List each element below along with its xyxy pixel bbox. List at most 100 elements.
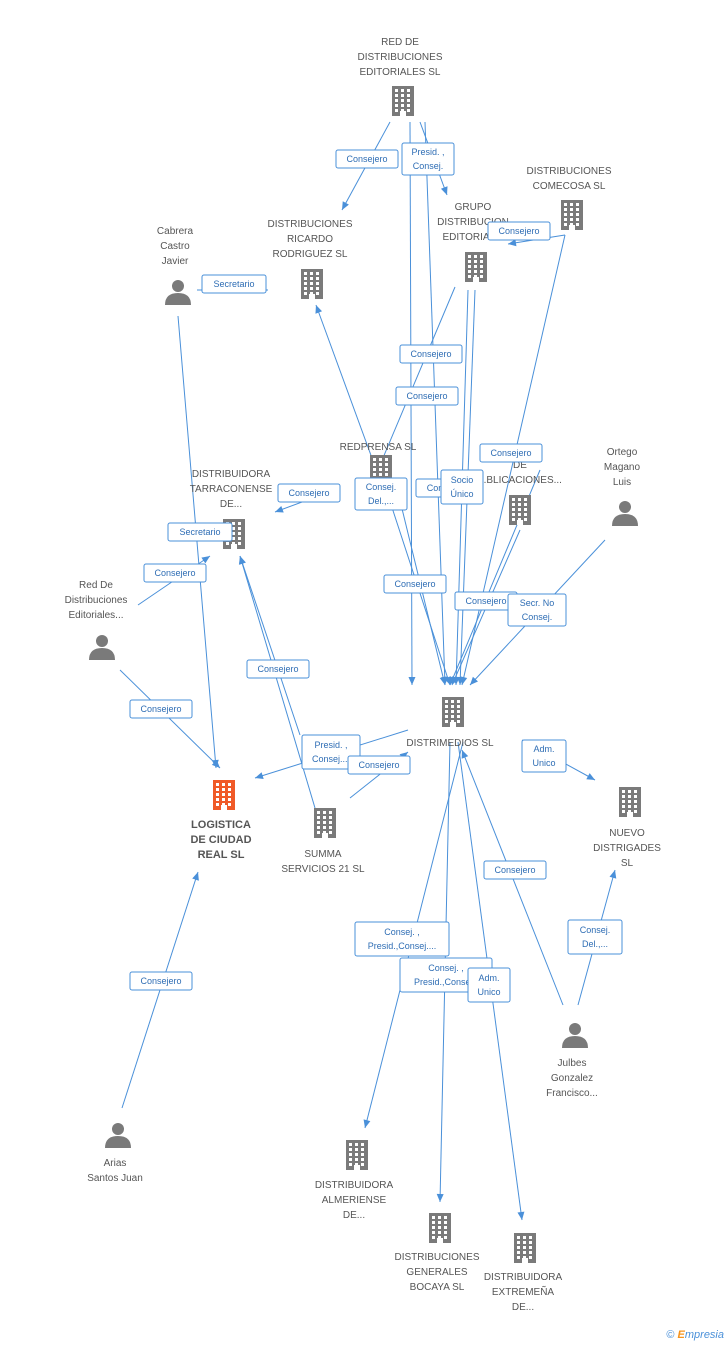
company-node[interactable]: DISTRIMEDIOS SL: [406, 697, 494, 749]
role-badge[interactable]: Consejero: [129, 699, 193, 719]
role-badge[interactable]: Consejero: [246, 659, 310, 679]
person-node[interactable]: JulbesGonzalezFrancisco...: [546, 1023, 598, 1099]
node-label: Julbes: [558, 1058, 587, 1069]
edge-arrowhead: [449, 676, 457, 685]
node-label: EDITORIALES SL: [360, 67, 441, 78]
role-badge[interactable]: Consejero: [129, 971, 193, 991]
edge-arrowhead: [586, 773, 595, 780]
edge-arrowhead: [363, 1119, 371, 1128]
edge-arrowhead: [609, 870, 617, 879]
building-icon: [301, 269, 323, 299]
role-badge[interactable]: Consej. ,Presid.,Consej....: [354, 921, 450, 957]
role-badge-box: [347, 755, 411, 775]
node-label: EXTREMEÑA: [492, 1285, 555, 1298]
role-badge-label: Consejero: [465, 596, 506, 606]
person-icon: [105, 1123, 131, 1148]
node-label: NUEVO: [609, 828, 645, 839]
node-label: ...BLICACIONES...: [478, 475, 562, 486]
building-icon: [561, 200, 583, 230]
node-label: Luis: [613, 477, 631, 488]
node-label: DISTRIBUCIONES: [357, 52, 442, 63]
role-badge[interactable]: Adm.Unico: [521, 739, 567, 773]
node-label: TARRACONENSE: [190, 484, 273, 495]
role-badge-label: Del.,...: [368, 496, 394, 506]
focus-company-node[interactable]: LOGISTICA DE CIUDAD REAL SL: [190, 780, 252, 861]
role-badge[interactable]: Secretario: [167, 522, 233, 542]
role-badge-box: [167, 522, 233, 542]
role-badge[interactable]: Adm.Unico: [467, 967, 511, 1003]
edge-arrowhead: [211, 759, 220, 768]
role-badge[interactable]: Consejero: [479, 443, 543, 463]
company-node[interactable]: DISTRIBUIDORAEXTREMEÑADE...: [484, 1233, 563, 1313]
company-node[interactable]: GRUPODISTRIBUCIONEDITORIAL...: [437, 202, 509, 282]
edge-arrowhead: [315, 305, 323, 314]
role-badge-box: [301, 734, 361, 770]
role-badge[interactable]: Consejero: [335, 149, 399, 169]
person-node[interactable]: Red DeDistribucionesEditoriales...: [65, 580, 128, 660]
node-label: COMECOSA SL: [533, 181, 606, 192]
node-label: REDPRENSA SL: [340, 442, 417, 453]
role-badge[interactable]: Consej.Del.,...: [567, 919, 623, 955]
role-badge[interactable]: Consejero: [277, 483, 341, 503]
role-badge[interactable]: Consejero: [143, 563, 207, 583]
edge-arrowhead: [461, 750, 469, 759]
node-label: ALMERIENSE: [322, 1195, 387, 1206]
role-badge-label: Consejero: [140, 976, 181, 986]
role-badge-label: Consej.: [413, 161, 444, 171]
role-badge-box: [483, 860, 547, 880]
node-label: EDITORIAL...: [443, 232, 504, 243]
company-node[interactable]: RED DE DISTRIBUCIONES EDITORIALES SL: [357, 37, 443, 116]
node-label: REAL SL: [198, 849, 245, 861]
edge-arrowhead: [436, 1193, 444, 1202]
node-label: Santos Juan: [87, 1173, 143, 1184]
role-badge[interactable]: Consejero: [483, 860, 547, 880]
role-badge-box: [467, 967, 511, 1003]
node-label: Castro: [160, 241, 190, 252]
role-badge[interactable]: Consejero: [487, 221, 551, 241]
node-label: Cabrera: [157, 226, 194, 237]
node-label: RED DE: [381, 37, 419, 48]
role-badge-label: Secr. No: [520, 598, 555, 608]
edge-arrowhead: [238, 556, 246, 565]
role-badge[interactable]: Consejero: [399, 344, 463, 364]
role-badge-box: [335, 149, 399, 169]
role-badge-box: [521, 739, 567, 773]
role-badge[interactable]: Consejero: [347, 755, 411, 775]
company-node[interactable]: DISTRIBUIDORAALMERIENSEDE...: [315, 1140, 394, 1221]
role-badge-box: [567, 919, 623, 955]
role-badge-label: Único: [450, 489, 473, 499]
edge-arrowhead: [342, 201, 349, 210]
edge-layer: [119, 121, 617, 1221]
brand-logo-letter: E: [677, 1329, 685, 1341]
role-badge[interactable]: Consej.Del.,...: [354, 477, 408, 511]
building-icon: [465, 252, 487, 282]
node-label: Distribuciones: [65, 595, 128, 606]
node-layer: RED DE DISTRIBUCIONES EDITORIALES SL DISTRI…: [65, 37, 662, 1313]
building-icon: [346, 1140, 368, 1170]
node-label: DISTRIBUIDORA: [315, 1180, 394, 1191]
role-badge-box: [277, 483, 341, 503]
role-badge[interactable]: Presid. ,Consej....: [301, 734, 361, 770]
node-label: LOGISTICA: [191, 819, 251, 831]
node-label: DE CIUDAD: [190, 834, 251, 846]
role-badge[interactable]: Consejero: [395, 386, 459, 406]
role-badge-box: [479, 443, 543, 463]
relation-edge: [239, 555, 301, 736]
role-badge[interactable]: Secretario: [201, 274, 267, 294]
role-badge[interactable]: Consejero: [383, 574, 447, 594]
building-icon: [509, 495, 531, 525]
edge-arrowhead: [439, 676, 447, 685]
role-badge-box: [383, 574, 447, 594]
node-label: Ortego: [607, 447, 638, 458]
role-badge[interactable]: Presid. ,Consej.: [401, 142, 455, 176]
